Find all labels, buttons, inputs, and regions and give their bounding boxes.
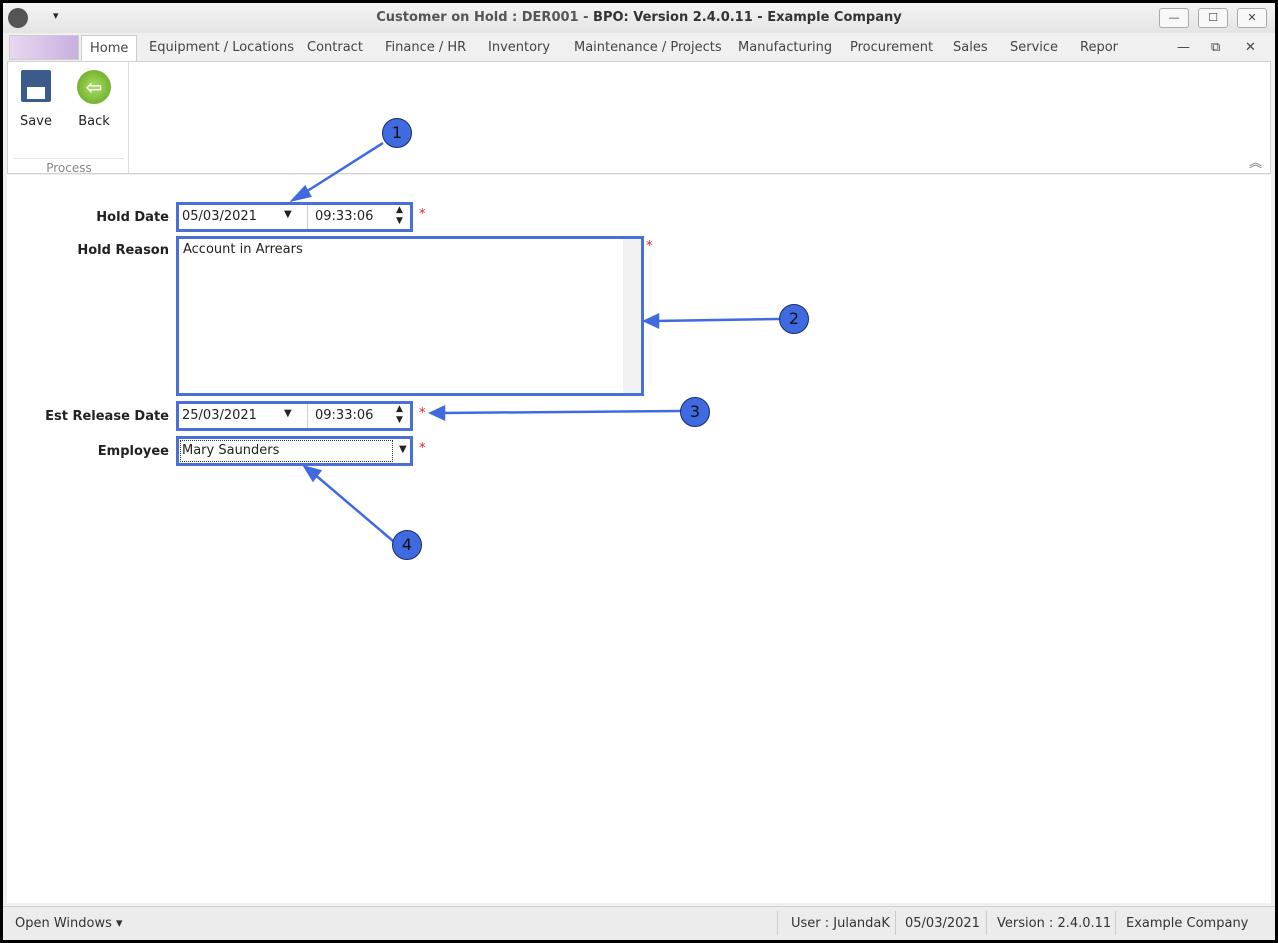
annotation-arrows [289,141,780,542]
est-release-date-label: Est Release Date [45,409,169,424]
release-date-group: 25/03/2021 ▼ 09:33:06 ▲▼ [176,401,413,431]
back-arrow-icon: ⇦ [77,70,111,104]
save-button[interactable]: Save [16,70,56,129]
tab-reports[interactable]: Repor [1080,40,1118,55]
hold-time-spinner-icon[interactable]: ▲▼ [396,205,403,226]
status-user: User : JulandaK [791,916,890,931]
required-marker: * [646,239,653,254]
status-divider [986,911,987,935]
save-icon [21,70,51,102]
tab-finance-hr[interactable]: Finance / HR [385,40,467,55]
app-window: ▾ Customer on Hold : DER001 - BPO: Versi… [3,3,1275,940]
tab-sales[interactable]: Sales [953,40,988,55]
back-button[interactable]: ⇦ Back [72,70,116,129]
tab-maintenance-projects[interactable]: Maintenance / Projects [574,40,722,55]
tab-contract[interactable]: Contract [307,40,363,55]
mdi-close-button[interactable]: ✕ [1245,40,1256,55]
back-label: Back [78,114,110,129]
status-company: Example Company [1126,916,1249,931]
release-time-spinner-icon[interactable]: ▲▼ [396,404,403,425]
release-time-input[interactable]: 09:33:06 [315,408,374,423]
field-divider [307,205,308,229]
save-label: Save [20,114,52,129]
app-logo-icon [8,8,28,28]
employee-dropdown-icon[interactable]: ▼ [399,444,407,455]
annotation-3: 3 [680,397,710,427]
process-group-label: Process [14,158,124,175]
status-divider [1115,911,1116,935]
close-button[interactable]: ✕ [1237,8,1267,28]
form-area: Hold Date 05/03/2021 ▼ 09:33:06 ▲▼ * Hol… [7,175,1271,903]
title-main: BPO: Version 2.4.0.11 - Example Company [593,10,902,25]
hold-date-label: Hold Date [96,210,169,225]
required-marker: * [419,441,426,456]
application-menu-button[interactable] [9,35,79,60]
annotation-2: 2 [779,304,809,334]
tab-inventory[interactable]: Inventory [488,40,551,55]
status-divider [895,911,896,935]
collapse-ribbon-icon[interactable]: ︽ [1248,156,1262,171]
hold-date-group: 05/03/2021 ▼ 09:33:06 ▲▼ [176,202,413,232]
quick-access-menu-button[interactable]: ▾ [53,9,59,22]
hold-reason-text: Account in Arrears [183,242,303,257]
mdi-minimize-button[interactable]: — [1177,40,1190,55]
hold-date-input[interactable]: 05/03/2021 [182,209,257,224]
minimize-button[interactable]: — [1159,8,1189,28]
tab-equipment-locations[interactable]: Equipment / Locations [149,40,294,55]
hold-reason-label: Hold Reason [77,243,169,258]
scrollbar[interactable] [623,239,641,393]
hold-time-input[interactable]: 09:33:06 [315,209,374,224]
field-divider [307,404,308,428]
group-divider [128,62,129,173]
open-windows-button[interactable]: Open Windows ▾ [15,916,123,931]
status-bar: Open Windows ▾ User : JulandaK 05/03/202… [3,906,1275,940]
tab-service[interactable]: Service [1010,40,1059,55]
required-marker: * [419,406,426,421]
window-title: Customer on Hold : DER001 - BPO: Version… [3,10,1275,25]
tab-manufacturing[interactable]: Manufacturing [738,40,833,55]
hold-date-dropdown-icon[interactable]: ▼ [284,209,292,220]
maximize-button[interactable]: ☐ [1198,8,1228,28]
ribbon-panel: Save ⇦ Back Process ︽ [7,61,1271,175]
release-date-dropdown-icon[interactable]: ▼ [284,408,292,419]
annotation-1: 1 [382,118,412,148]
status-version: Version : 2.4.0.11 [997,916,1112,931]
title-bar: ▾ Customer on Hold : DER001 - BPO: Versi… [3,3,1275,33]
title-prefix: Customer on Hold : DER001 - [376,10,594,25]
tab-procurement[interactable]: Procurement [850,40,934,55]
status-date: 05/03/2021 [905,916,980,931]
employee-value: Mary Saunders [180,440,393,462]
annotation-4: 4 [392,530,422,560]
ribbon-tabs: Home Equipment / Locations Contract Fina… [3,35,1275,62]
mdi-restore-button[interactable]: ⧉ [1211,40,1221,55]
release-date-input[interactable]: 25/03/2021 [182,408,257,423]
hold-reason-textarea[interactable]: Account in Arrears [176,236,644,396]
required-marker: * [419,207,426,222]
tab-home[interactable]: Home [81,35,138,62]
status-divider [777,911,778,935]
employee-dropdown[interactable]: Mary Saunders ▼ [176,436,413,466]
employee-label: Employee [97,444,169,459]
